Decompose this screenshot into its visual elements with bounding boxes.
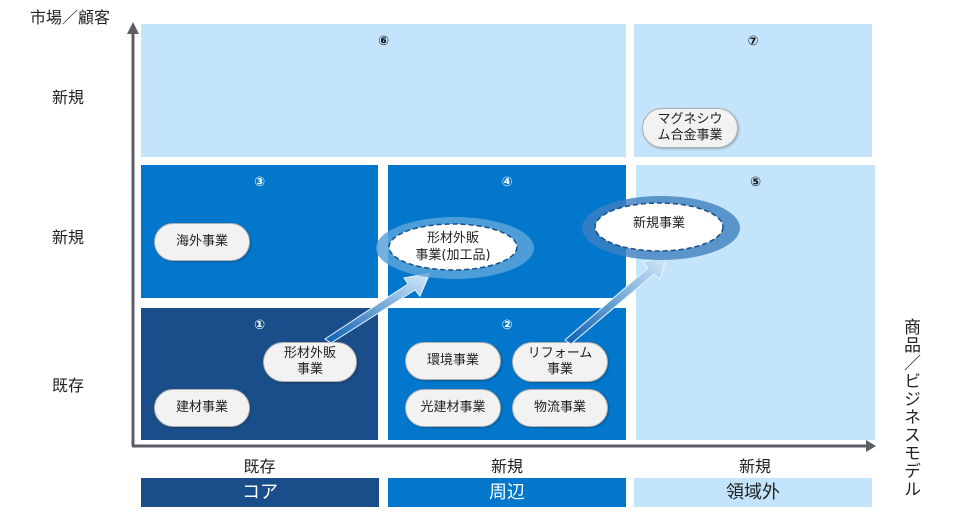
category-bar-peripheral: 周辺 <box>388 478 626 507</box>
growth-arrow-2 <box>564 255 668 345</box>
category-bar-core: コア <box>141 478 379 507</box>
x-label-existing: 既存 <box>243 457 276 476</box>
business-pill-overseas: 海外事業 <box>154 223 250 261</box>
highlight-ellipse-new-business <box>582 196 740 260</box>
business-pill-magnesium: マグネシウ ム合金事業 <box>642 108 738 148</box>
highlight-label-panel4: 形材外販 事業(加工品) <box>389 224 517 270</box>
x-label-new-mid: 新規 <box>490 457 523 476</box>
panel-6: ⑥ <box>141 24 626 157</box>
y-label-existing: 既存 <box>52 376 85 395</box>
business-pill-logistics: 物流事業 <box>512 389 608 427</box>
highlight-text: 形材外販 事業(加工品) <box>415 231 491 263</box>
highlight-label-new-business: 新規事業 <box>595 203 723 243</box>
panel-number: ③ <box>253 175 265 190</box>
business-pill-profile-external-sales: 形材外販 事業 <box>263 342 357 382</box>
x-axis-title: 商品／ビジネスモデル <box>900 318 920 498</box>
panel-number: ⑤ <box>749 175 761 190</box>
growth-arrow-1 <box>324 272 431 344</box>
panel-7: ⑦ マグネシウ ム合金事業 <box>634 24 872 157</box>
y-axis-arrow <box>127 22 139 446</box>
y-label-new-top: 新規 <box>52 88 85 107</box>
business-pill-environment: 環境事業 <box>405 342 501 380</box>
panel-3: ③ 海外事業 <box>141 165 378 298</box>
highlight-ellipse-panel4 <box>376 217 534 279</box>
x-axis-arrow <box>132 440 876 452</box>
y-axis-title: 市場／顧客 <box>30 8 111 27</box>
panel-number: ⑥ <box>377 34 389 49</box>
category-bar-outside: 領域外 <box>634 478 872 507</box>
highlight-text: 新規事業 <box>632 215 685 231</box>
y-label-new-mid: 新規 <box>52 228 85 247</box>
panel-number: ① <box>253 318 265 333</box>
x-label-new-right: 新規 <box>738 457 771 476</box>
business-pill-reform: リフォーム 事業 <box>512 342 608 382</box>
panel-number: ② <box>501 318 513 333</box>
business-pill-light-building-materials: 光建材事業 <box>405 389 501 427</box>
panel-number: ⑦ <box>747 34 759 49</box>
business-pill-building-materials: 建材事業 <box>154 389 250 427</box>
panel-number: ④ <box>501 175 513 190</box>
